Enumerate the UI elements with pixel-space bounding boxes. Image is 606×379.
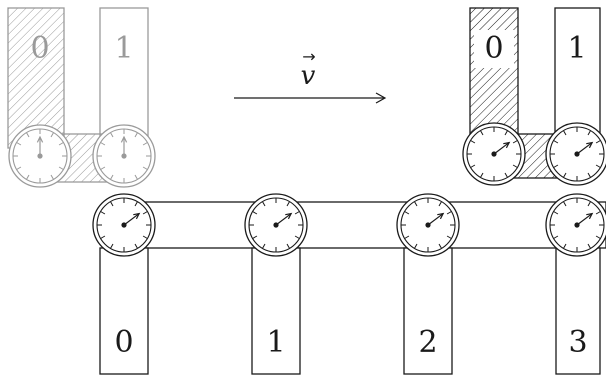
bottom-clock-0 [92, 193, 156, 257]
faded-clock-0 [8, 124, 72, 188]
bottom-bar-3-label: 3 [568, 325, 587, 360]
velocity-label-arrow: → [302, 47, 315, 66]
faded-clock-1 [92, 124, 156, 188]
bottom-clock-3 [545, 193, 606, 257]
bottom-clock-2 [396, 193, 460, 257]
moving-right-group: 0 1 [462, 7, 606, 186]
velocity-arrow-head [375, 92, 387, 104]
moving-clock-1 [545, 122, 606, 186]
moving-clock-0 [462, 122, 526, 186]
faded-left-group: 0 1 [7, 7, 156, 188]
bottom-rail [123, 201, 606, 249]
bottom-bar-0-label: 0 [114, 325, 133, 360]
bottom-bar-3 [555, 247, 601, 375]
bottom-row-group: 0 1 2 3 [92, 193, 606, 375]
velocity-vector: v → [234, 47, 387, 104]
faded-bar-1-label: 1 [114, 31, 133, 66]
moving-bar-0-label: 0 [484, 31, 503, 66]
velocity-label: v [301, 61, 316, 91]
bottom-clock-1 [244, 193, 308, 257]
moving-bar-1-label: 1 [567, 31, 586, 66]
bottom-bar-1-label: 1 [266, 325, 285, 360]
bottom-bar-0 [99, 247, 149, 375]
bottom-bar-2-label: 2 [418, 325, 437, 360]
faded-bar-0-label: 0 [30, 31, 49, 66]
bottom-bar-2 [403, 247, 453, 375]
bottom-bar-1 [251, 247, 301, 375]
